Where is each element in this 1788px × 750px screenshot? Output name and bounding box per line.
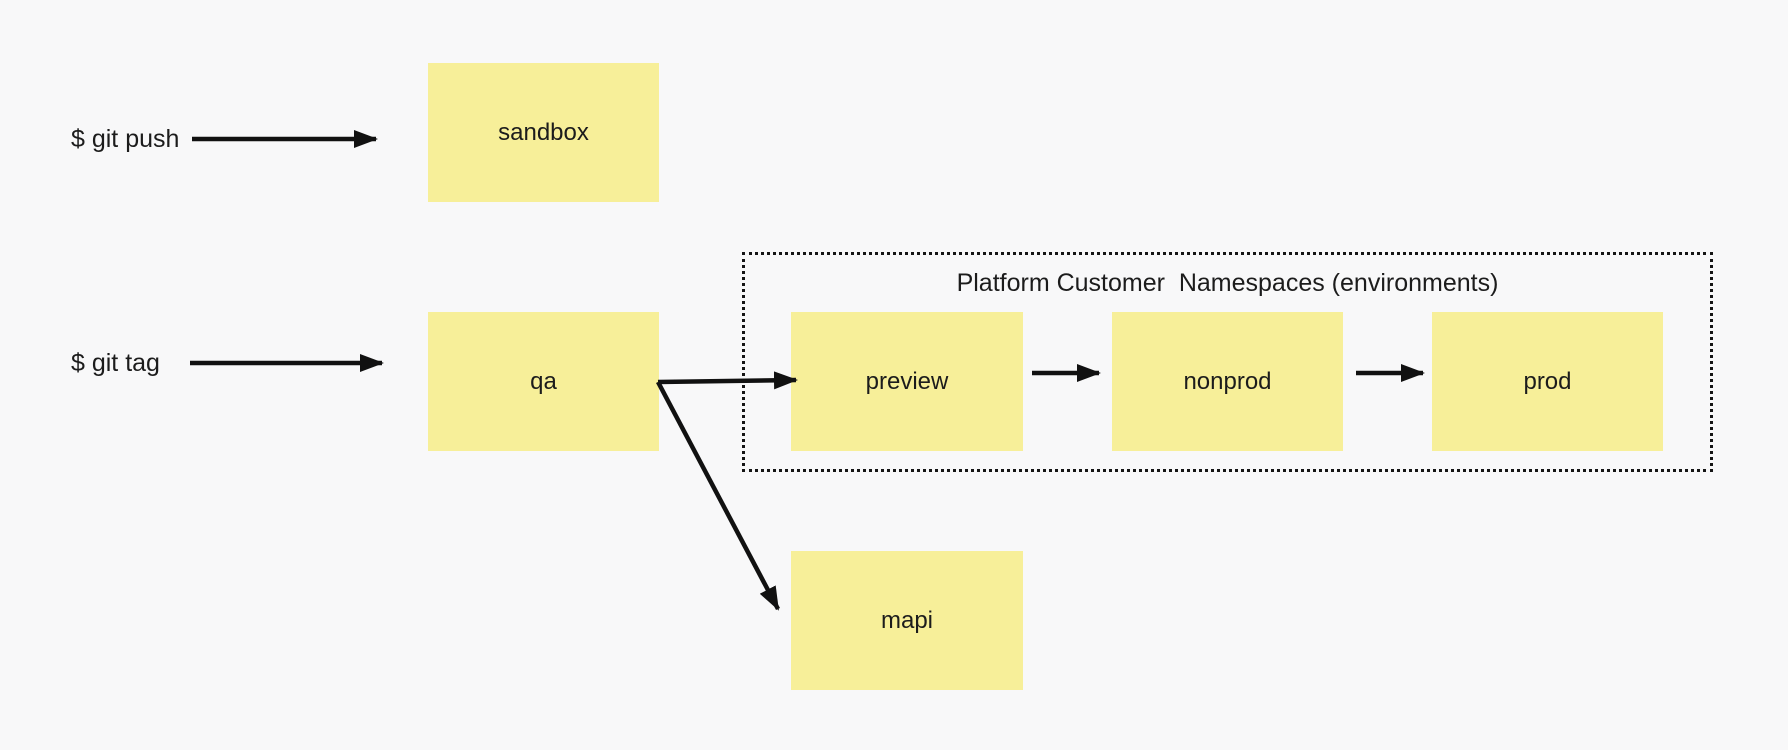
namespaces-group-title: Platform Customer Namespaces (environmen… — [956, 269, 1499, 297]
node-mapi-label: mapi — [880, 606, 934, 634]
node-nonprod: nonprod — [1112, 312, 1343, 451]
node-qa-label: qa — [530, 367, 557, 395]
namespaces-group-box: Platform Customer Namespaces (environmen… — [742, 252, 1713, 472]
node-preview: preview — [791, 312, 1023, 451]
node-sandbox-label: sandbox — [498, 118, 589, 146]
node-sandbox: sandbox — [428, 63, 659, 202]
node-mapi: mapi — [791, 551, 1023, 690]
git-push-label: $ git push — [71, 124, 180, 153]
node-qa: qa — [428, 312, 659, 451]
node-prod-label: prod — [1523, 367, 1572, 395]
node-preview-label: preview — [865, 367, 949, 395]
node-nonprod-label: nonprod — [1183, 367, 1272, 395]
node-prod: prod — [1432, 312, 1663, 451]
git-tag-label: $ git tag — [71, 348, 160, 377]
